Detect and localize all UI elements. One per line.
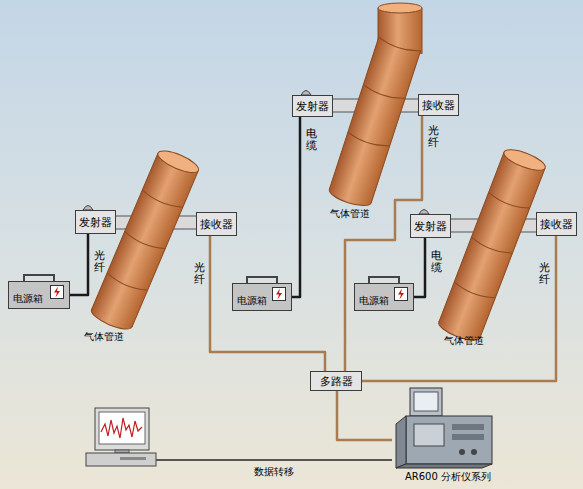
connector-line (337, 391, 392, 440)
analyzer-picture (392, 386, 496, 470)
connector-line (292, 117, 300, 297)
gas-pipe (89, 147, 201, 334)
node-text: 接收器 (422, 98, 455, 113)
receiver-box: 接收器 (536, 212, 577, 236)
lightning-icon (272, 287, 286, 301)
connector-line (414, 238, 425, 297)
emitter-box: 发射器 (410, 214, 451, 238)
node-text: 多路器 (320, 374, 353, 389)
connector-line (210, 236, 325, 371)
edge-label: 光纤 (94, 250, 105, 274)
edge-label: 电缆 (306, 128, 317, 152)
gas-pipe (436, 146, 547, 345)
receiver-box: 接收器 (418, 94, 459, 116)
power-box: 电源箱 (232, 283, 292, 311)
gas-pipe (327, 3, 422, 210)
node-text: 接收器 (540, 217, 573, 232)
node-text: 发射器 (296, 99, 329, 114)
analyzer: AR600 分析仪系列 (392, 386, 504, 486)
power-box: 电源箱 (8, 281, 70, 309)
transfer-label: 数据转移 (254, 465, 294, 479)
lightning-icon (50, 285, 64, 299)
data-cable (156, 459, 392, 461)
lightning-icon (394, 287, 408, 301)
connector-line (70, 234, 88, 295)
edge-label: 光纤 (539, 262, 550, 286)
pipe-label: 气体管道 (444, 334, 484, 348)
node-text: 发射器 (79, 215, 112, 230)
emitter-box: 发射器 (75, 210, 116, 234)
multiplexer-box: 多路器 (310, 371, 362, 391)
node-text: 接收器 (200, 217, 233, 232)
node-text: 电源箱 (237, 294, 267, 308)
emitter-box: 发射器 (292, 95, 333, 117)
node-text: 发射器 (414, 219, 447, 234)
edge-label: 电缆 (431, 250, 442, 274)
edge-label: 光纤 (194, 262, 205, 286)
receiver-box: 接收器 (196, 212, 237, 236)
edge-label: 光纤 (428, 125, 439, 149)
node-text: 电源箱 (359, 294, 389, 308)
power-box: 电源箱 (354, 283, 414, 311)
pipe-label: 气体管道 (84, 330, 124, 344)
computer (86, 408, 156, 466)
node-text: 电源箱 (13, 292, 43, 306)
node-text: AR600 分析仪系列 (392, 470, 504, 484)
pipe-label: 气体管道 (330, 207, 370, 221)
connector-line (345, 116, 422, 371)
